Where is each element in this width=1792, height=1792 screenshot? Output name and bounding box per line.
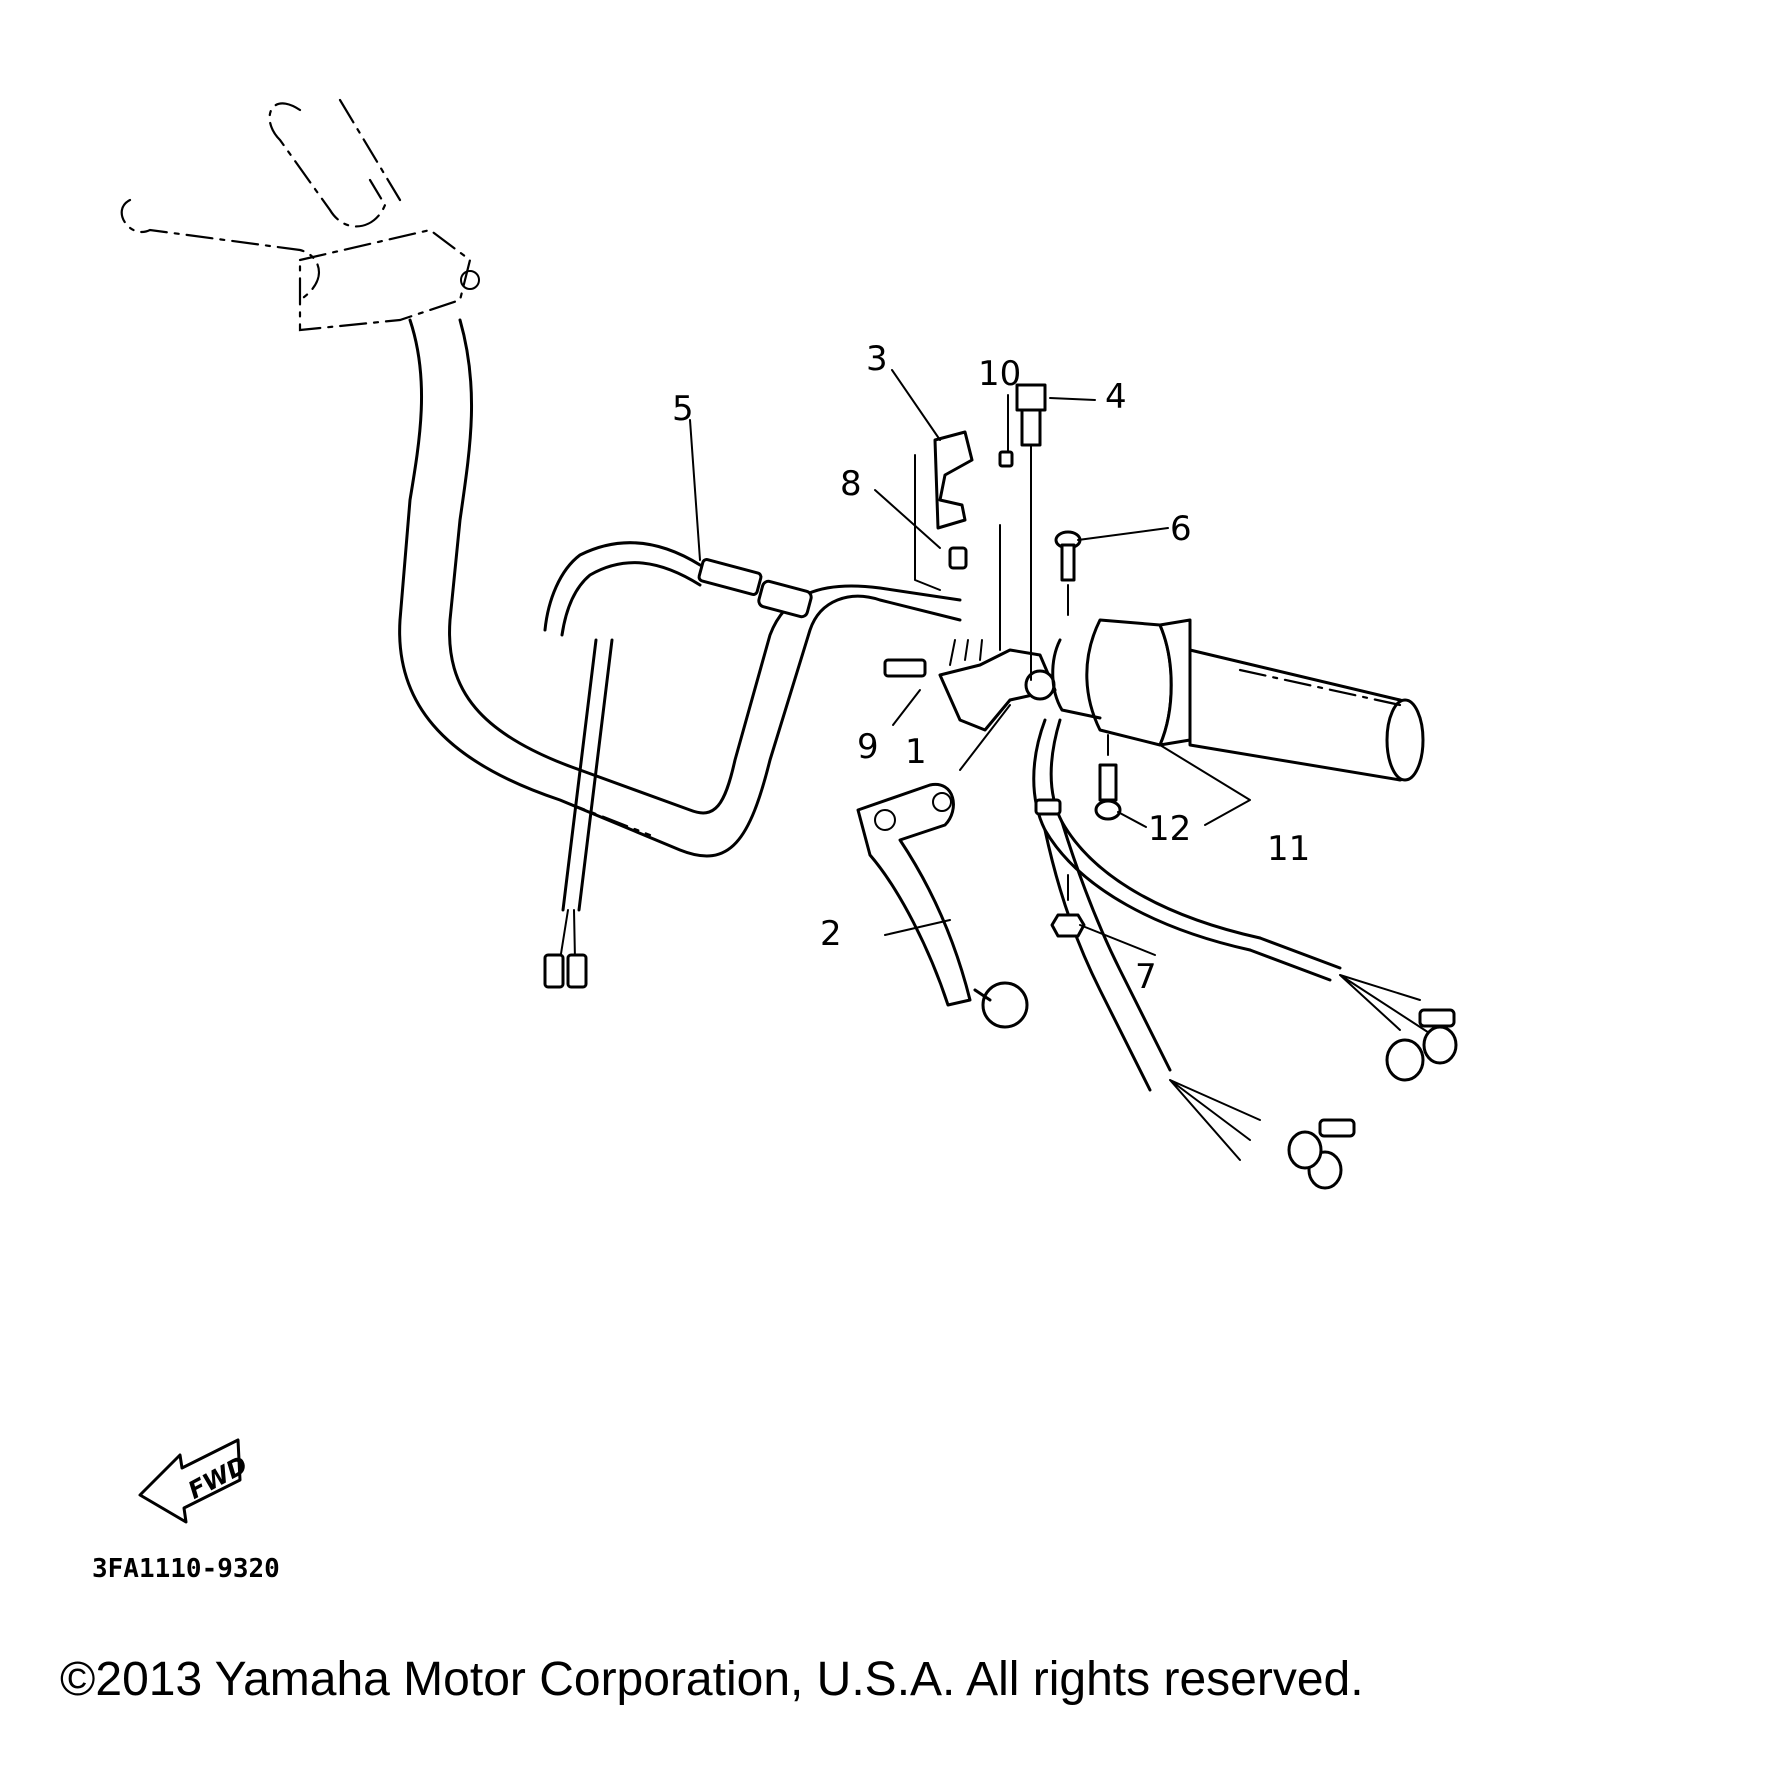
screw-part-6 [1054, 530, 1082, 616]
copyright-notice: ©2013 Yamaha Motor Corporation, U.S.A. A… [60, 1653, 1364, 1706]
callout-6: 6 [1170, 509, 1192, 549]
cable-part-5 [543, 541, 813, 989]
callout-12: 12 [1148, 809, 1191, 849]
screw-part-12 [1094, 734, 1122, 821]
callout-5: 5 [672, 389, 694, 429]
switch-wiring [1032, 718, 1458, 1190]
callout-7: 7 [1135, 957, 1157, 997]
diagram-code: 3FA1110-9320 [92, 1554, 280, 1584]
left-grip-assembly [120, 98, 480, 332]
callout-2: 2 [820, 914, 842, 954]
callout-11: 11 [1267, 829, 1310, 869]
callout-8: 8 [840, 464, 862, 504]
leader-lines [689, 369, 1251, 956]
clutch-lever-part-2 [856, 783, 1029, 1029]
callouts: 1 2 3 4 5 6 7 8 9 10 11 12 [672, 339, 1310, 997]
callout-3: 3 [866, 339, 888, 379]
callout-10: 10 [978, 354, 1021, 394]
callout-1: 1 [905, 732, 927, 772]
forward-arrow-icon: FWD [138, 1438, 252, 1524]
nut-part-7 [1050, 874, 1086, 938]
callout-4: 4 [1105, 377, 1127, 417]
switch-housing-part-11 [1051, 618, 1425, 782]
bolt-part-4 [1015, 383, 1047, 681]
lever-bracket [883, 430, 1057, 732]
callout-9: 9 [857, 727, 879, 767]
